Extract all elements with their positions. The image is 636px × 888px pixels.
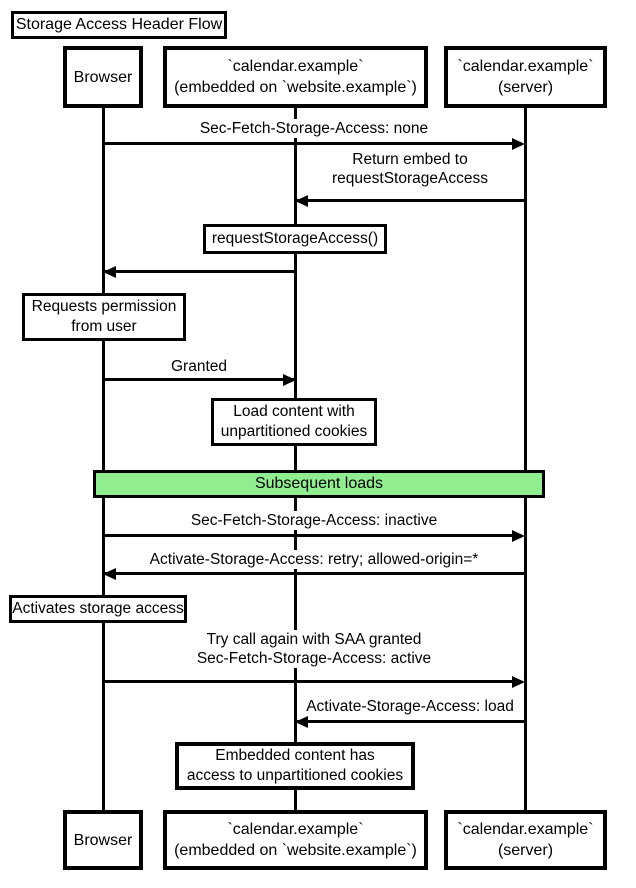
diagram-title: Storage Access Header Flow xyxy=(11,11,227,39)
message-line xyxy=(103,534,515,537)
arrowhead-right-icon xyxy=(512,676,525,688)
note-requests-permission: Requests permission from user xyxy=(22,293,186,341)
arrowhead-left-icon xyxy=(103,266,116,278)
lifeline-embed xyxy=(294,108,297,812)
lifeline-browser xyxy=(102,107,105,812)
arrowhead-right-icon xyxy=(512,530,525,542)
arrowhead-left-icon xyxy=(103,568,116,580)
message-label: Sec-Fetch-Storage-Access: none xyxy=(196,119,432,138)
note-activates-storage-access: Activates storage access xyxy=(9,595,187,623)
participant-embed-bottom: `calendar.example` (embedded on `website… xyxy=(163,810,428,870)
arrowhead-right-icon xyxy=(512,138,525,150)
lifeline-server xyxy=(524,106,527,812)
participant-browser-top: Browser xyxy=(63,46,143,108)
message-label: Try call again with SAA granted Sec-Fetc… xyxy=(193,630,435,668)
message-line xyxy=(296,199,525,202)
divider-subsequent-loads: Subsequent loads xyxy=(93,470,545,498)
participant-server-bottom: `calendar.example` (server) xyxy=(444,810,607,870)
message-line xyxy=(104,572,525,575)
message-label: Return embed to requestStorageAccess xyxy=(329,150,491,188)
message-label: Activate-Storage-Access: retry; allowed-… xyxy=(146,550,482,569)
arrowhead-left-icon xyxy=(295,716,308,728)
note-load-content: Load content with unpartitioned cookies xyxy=(211,398,377,446)
message-label: Activate-Storage-Access: load xyxy=(303,697,517,716)
message-label: Sec-Fetch-Storage-Access: inactive xyxy=(187,511,441,530)
message-line xyxy=(103,680,515,683)
note-request-storage-access: requestStorageAccess() xyxy=(203,224,387,254)
message-line xyxy=(103,142,515,145)
arrowhead-right-icon xyxy=(283,374,296,386)
message-line xyxy=(296,720,525,723)
participant-server-top: `calendar.example` (server) xyxy=(444,46,607,108)
note-embedded-content-access: Embedded content has access to unpartiti… xyxy=(175,742,415,790)
message-line xyxy=(104,270,296,273)
message-label: Granted xyxy=(167,357,231,376)
participant-browser-bottom: Browser xyxy=(63,810,143,870)
arrowhead-left-icon xyxy=(295,195,308,207)
participant-embed-top: `calendar.example` (embedded on `website… xyxy=(163,46,428,108)
message-line xyxy=(103,378,295,381)
